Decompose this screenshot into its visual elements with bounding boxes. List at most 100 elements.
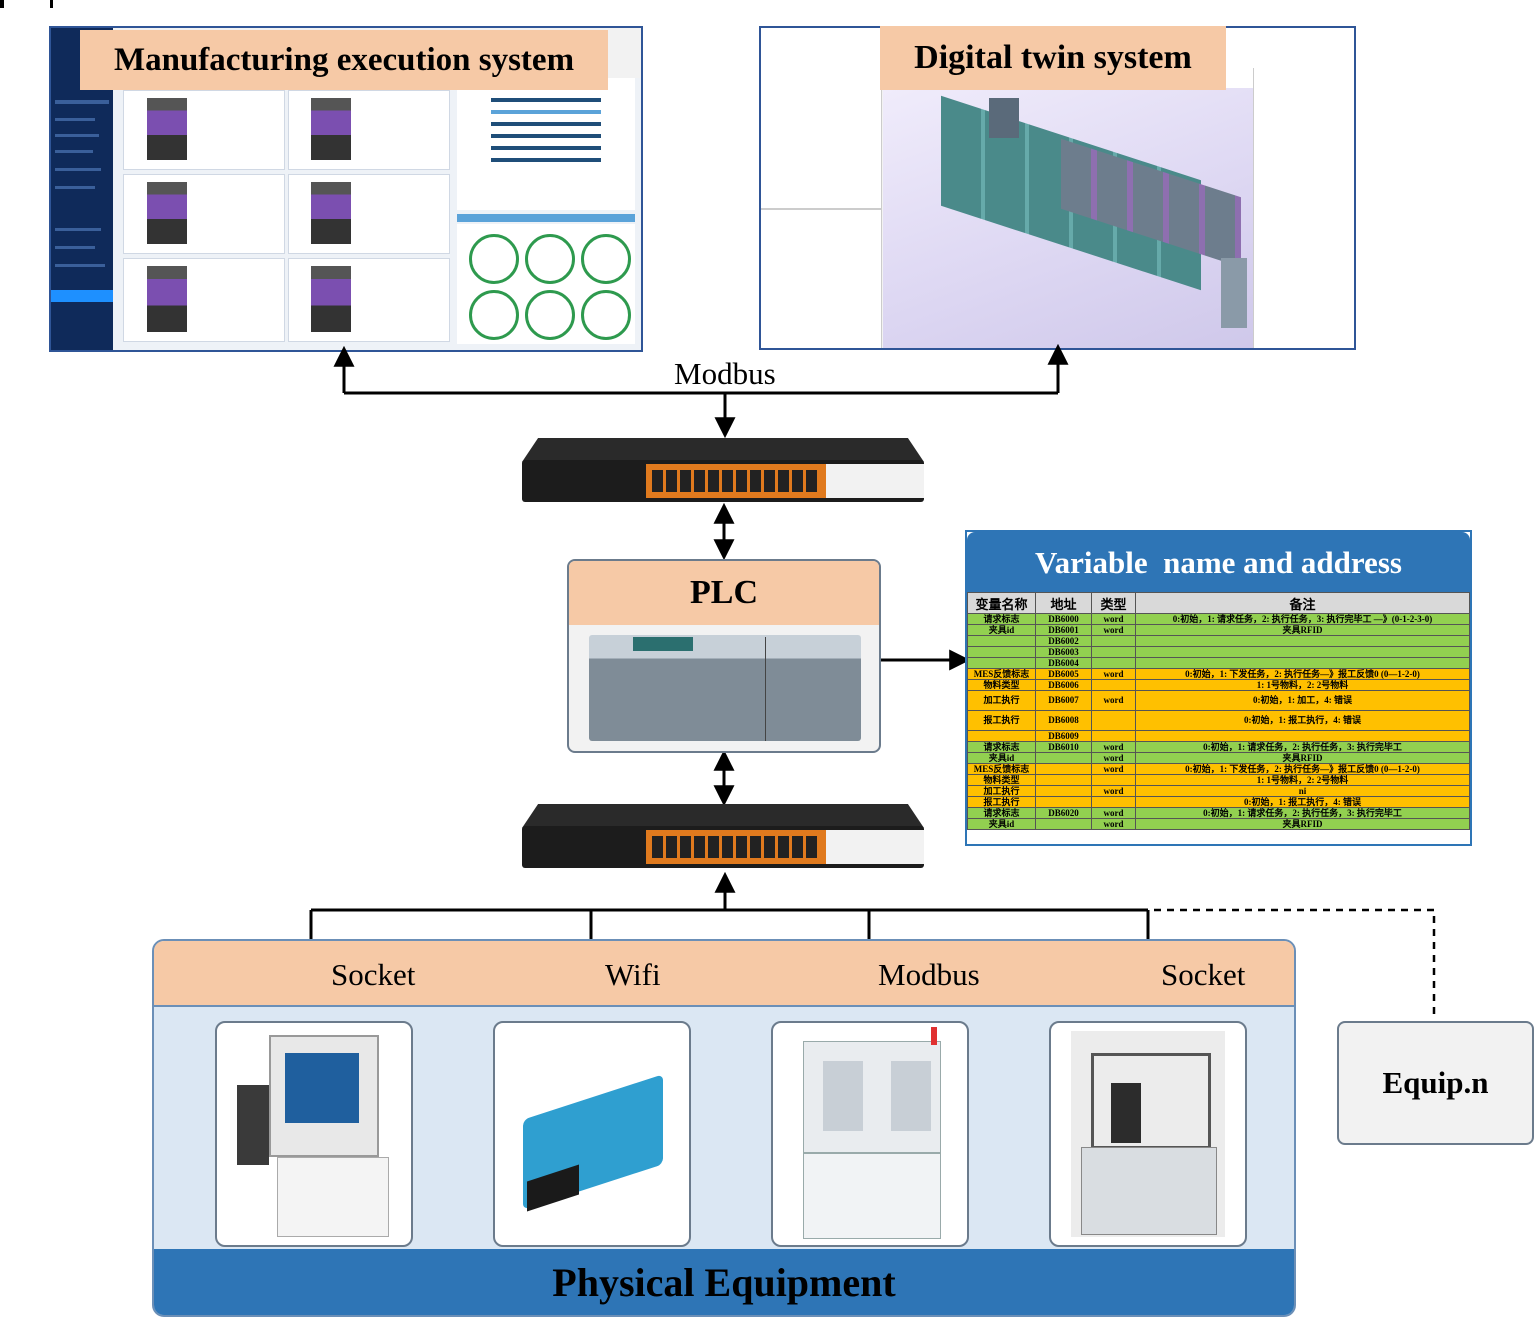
- var-note-cell: 0:初始，1: 报工执行，4: 错误: [1135, 796, 1470, 808]
- var-name-cell: 夹具id: [967, 624, 1036, 636]
- var-type-cell: [1091, 646, 1136, 658]
- plc-title: PLC: [569, 561, 879, 625]
- var-address-cell: DB6007: [1035, 690, 1092, 711]
- mes-title: Manufacturing execution system: [80, 30, 608, 90]
- var-note-cell: 夹具RFID: [1135, 818, 1470, 830]
- var-type-cell: word: [1091, 624, 1136, 636]
- var-name-cell: 加工执行: [967, 785, 1036, 797]
- var-note-cell: 0:初始，1: 请求任务，2: 执行任务，3: 执行完毕工: [1135, 807, 1470, 819]
- var-address-cell: DB6020: [1035, 807, 1092, 819]
- var-name-cell: 物料类型: [967, 774, 1036, 786]
- plc-box: PLC: [567, 559, 881, 753]
- var-name-cell: 请求标志: [967, 741, 1036, 753]
- var-name-cell: [967, 635, 1036, 647]
- var-type-cell: word: [1091, 807, 1136, 819]
- var-address-cell: DB6003: [1035, 646, 1092, 658]
- var-name-cell: 报工执行: [967, 796, 1036, 808]
- var-type-cell: word: [1091, 668, 1136, 680]
- equipment-dispenser: [215, 1021, 413, 1247]
- physical-equipment-panel: Physical Equipment: [152, 939, 1296, 1317]
- top-protocol-label: Modbus: [674, 356, 776, 391]
- header-address: 地址: [1035, 592, 1092, 614]
- protocol-band: [154, 941, 1294, 1007]
- var-type-cell: word: [1091, 613, 1136, 625]
- var-note-cell: 0:初始，1: 下发任务，2: 执行任务—》报工反馈0 (0—1-2-0): [1135, 668, 1470, 680]
- var-address-cell: DB6010: [1035, 741, 1092, 753]
- variable-row: 报工执行 0:初始，1: 报工执行，4: 错误: [967, 796, 1470, 808]
- link-label-modbus: Modbus: [878, 957, 980, 992]
- header-type: 类型: [1091, 592, 1136, 614]
- var-type-cell: [1091, 635, 1136, 647]
- variable-row: DB6003: [967, 646, 1470, 658]
- var-type-cell: word: [1091, 752, 1136, 764]
- variable-table-panel: Variable name and address 变量名称 地址 类型 备注 …: [965, 530, 1472, 846]
- var-address-cell: DB6008: [1035, 710, 1092, 731]
- var-name-cell: [967, 646, 1036, 658]
- var-type-cell: word: [1091, 818, 1136, 830]
- var-note-cell: ni: [1135, 785, 1470, 797]
- var-name-cell: 夹具id: [967, 752, 1036, 764]
- var-name-cell: 物料类型: [967, 679, 1036, 691]
- var-name-cell: 加工执行: [967, 690, 1036, 711]
- var-note-cell: [1135, 646, 1470, 658]
- var-name-cell: MES反馈标志: [967, 763, 1036, 775]
- physical-equipment-band: [154, 1249, 1294, 1315]
- var-address-cell: DB6006: [1035, 679, 1092, 691]
- var-note-cell: 1: 1号物料，2: 2号物料: [1135, 774, 1470, 786]
- var-note-cell: [1135, 657, 1470, 669]
- var-note-cell: [1135, 635, 1470, 647]
- var-type-cell: word: [1091, 741, 1136, 753]
- variable-row: DB6004: [967, 657, 1470, 669]
- var-type-cell: word: [1091, 785, 1136, 797]
- link-label-socket-1: Socket: [331, 957, 416, 992]
- var-type-cell: [1091, 657, 1136, 669]
- var-note-cell: 0:初始，1: 下发任务，2: 执行任务—》报工反馈0 (0—1-2-0): [1135, 763, 1470, 775]
- variable-table-title: Variable name and address: [967, 532, 1470, 592]
- var-note-cell: 1: 1号物料，2: 2号物料: [1135, 679, 1470, 691]
- var-type-cell: word: [1091, 690, 1136, 711]
- var-note-cell: 夹具RFID: [1135, 752, 1470, 764]
- corner-tick: [0, 0, 4, 8]
- variable-row: DB6009: [967, 730, 1470, 742]
- plc-hardware: [589, 635, 861, 741]
- var-name-cell: MES反馈标志: [967, 668, 1036, 680]
- var-address-cell: DB6004: [1035, 657, 1092, 669]
- header-note: 备注: [1135, 592, 1470, 614]
- var-address-cell: [1035, 774, 1092, 786]
- var-name-cell: 夹具id: [967, 818, 1036, 830]
- link-label-socket-2: Socket: [1161, 957, 1246, 992]
- var-name-cell: 报工执行: [967, 710, 1036, 731]
- variable-row: DB6002: [967, 635, 1470, 647]
- corner-tick: [50, 0, 53, 8]
- variable-row: 物料类型 1: 1号物料，2: 2号物料: [967, 774, 1470, 786]
- var-address-cell: DB6000: [1035, 613, 1092, 625]
- var-address-cell: DB6002: [1035, 635, 1092, 647]
- var-name-cell: 请求标志: [967, 807, 1036, 819]
- var-type-cell: [1091, 796, 1136, 808]
- var-type-cell: [1091, 679, 1136, 691]
- var-type-cell: [1091, 730, 1136, 742]
- network-switch-bottom: [522, 804, 924, 868]
- link-label-wifi: Wifi: [605, 957, 661, 992]
- var-address-cell: DB6009: [1035, 730, 1092, 742]
- var-note-cell: 0:初始，1: 请求任务，2: 执行任务，3: 执行完毕工 —》(0-1-2-3…: [1135, 613, 1470, 625]
- var-name-cell: [967, 657, 1036, 669]
- var-type-cell: [1091, 710, 1136, 731]
- var-note-cell: [1135, 730, 1470, 742]
- physical-equipment-label: Physical Equipment: [552, 1260, 896, 1305]
- var-address-cell: [1035, 752, 1092, 764]
- equipment-screw-machine: [1049, 1021, 1247, 1247]
- var-type-cell: word: [1091, 763, 1136, 775]
- var-address-cell: [1035, 796, 1092, 808]
- network-switch-top: [522, 438, 924, 502]
- var-note-cell: 0:初始，1: 请求任务，2: 执行任务，3: 执行完毕工: [1135, 741, 1470, 753]
